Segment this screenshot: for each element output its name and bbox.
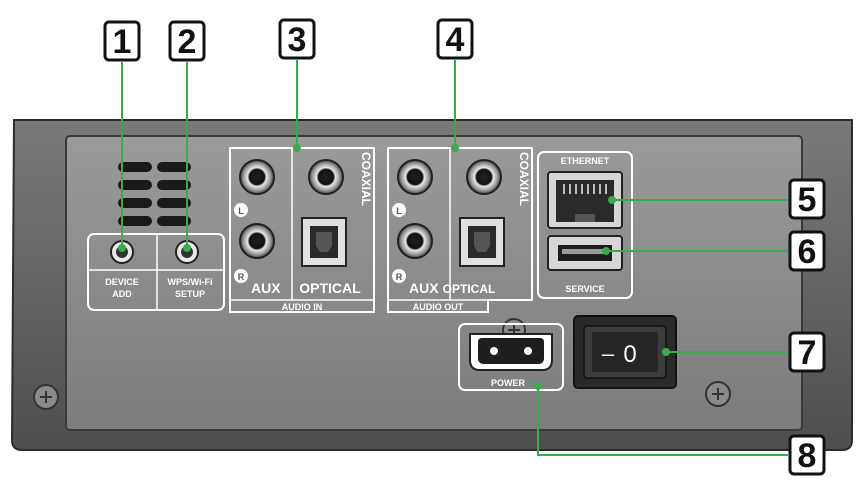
audio-in-group-label: AUDIO IN (282, 302, 323, 312)
callout-4-number: 4 (446, 21, 465, 59)
callout-7-number: 7 (798, 334, 817, 372)
audio-out-aux-left-jack[interactable] (397, 159, 433, 195)
audio-in-right-mark: R (238, 272, 245, 282)
callout-1-number: 1 (113, 23, 132, 61)
audio-in-left-badge (234, 203, 248, 217)
audio-out-group-label: AUDIO OUT (413, 302, 464, 312)
power-switch-off-mark: – (602, 341, 615, 366)
audio-in-aux-label: AUX (251, 280, 281, 296)
usb-service-port[interactable] (547, 235, 623, 271)
network-group (537, 151, 633, 299)
audio-in-group (229, 147, 375, 313)
callout-8: 8 (788, 434, 826, 476)
power-switch[interactable] (573, 315, 677, 389)
leader-dots (118, 144, 670, 390)
callout-5-number: 5 (798, 181, 817, 219)
audio-in-optical-port[interactable] (301, 217, 347, 267)
callout-4: 4 (436, 18, 474, 60)
callout-2: 2 (168, 20, 206, 62)
audio-out-aux-right-jack[interactable] (397, 223, 433, 259)
audio-in-right-badge (234, 269, 248, 283)
audio-in-aux-right-jack[interactable] (239, 223, 275, 259)
audio-out-right-mark: R (396, 272, 403, 282)
audio-in-aux-left-jack[interactable] (239, 159, 275, 195)
callout-8-number: 8 (798, 437, 817, 475)
audio-out-aux-label: AUX (409, 280, 439, 296)
callout-3: 3 (278, 18, 316, 60)
audio-out-coaxial-jack[interactable] (466, 159, 502, 195)
power-inlet[interactable] (469, 333, 553, 371)
service-label: SERVICE (565, 284, 604, 294)
device-add-label-line2: ADD (112, 289, 132, 299)
callout-5: 5 (788, 178, 826, 220)
audio-in-left-mark: L (238, 206, 244, 216)
device-add-label-line1: DEVICE (105, 277, 139, 287)
callout-3-number: 3 (288, 21, 307, 59)
audio-out-optical-label: OPTICAL (443, 282, 496, 296)
leader-8 (537, 386, 788, 456)
power-group (458, 323, 564, 391)
callout-6-number: 6 (798, 233, 817, 271)
audio-in-coaxial-label: COAXIAL (359, 152, 373, 206)
audio-out-left-badge (392, 203, 406, 217)
wps-label-line1: WPS/Wi-Fi (168, 277, 213, 287)
power-switch-on-mark: 0 (623, 341, 636, 368)
audio-in-optical-label: OPTICAL (299, 280, 361, 296)
callout-2-number: 2 (178, 23, 197, 61)
audio-out-coaxial-label: COAXIAL (517, 152, 531, 206)
ventilation-grille (118, 162, 191, 226)
power-label: POWER (491, 378, 526, 388)
audio-out-left-mark: L (396, 206, 402, 216)
callout-7: 7 (788, 331, 826, 373)
callout-6: 6 (788, 230, 826, 272)
ethernet-label: ETHERNET (561, 156, 610, 166)
wps-label-line2: SETUP (175, 289, 205, 299)
screw-left-icon (33, 384, 59, 410)
callout-leaders (121, 60, 788, 456)
ethernet-port[interactable] (547, 171, 623, 229)
audio-out-group (387, 147, 533, 313)
audio-out-optical-port[interactable] (459, 217, 505, 267)
audio-in-coaxial-jack[interactable] (308, 159, 344, 195)
callout-1: 1 (103, 20, 141, 62)
button-group (87, 233, 225, 311)
screw-right-icon (705, 381, 731, 407)
audio-out-right-badge (392, 269, 406, 283)
